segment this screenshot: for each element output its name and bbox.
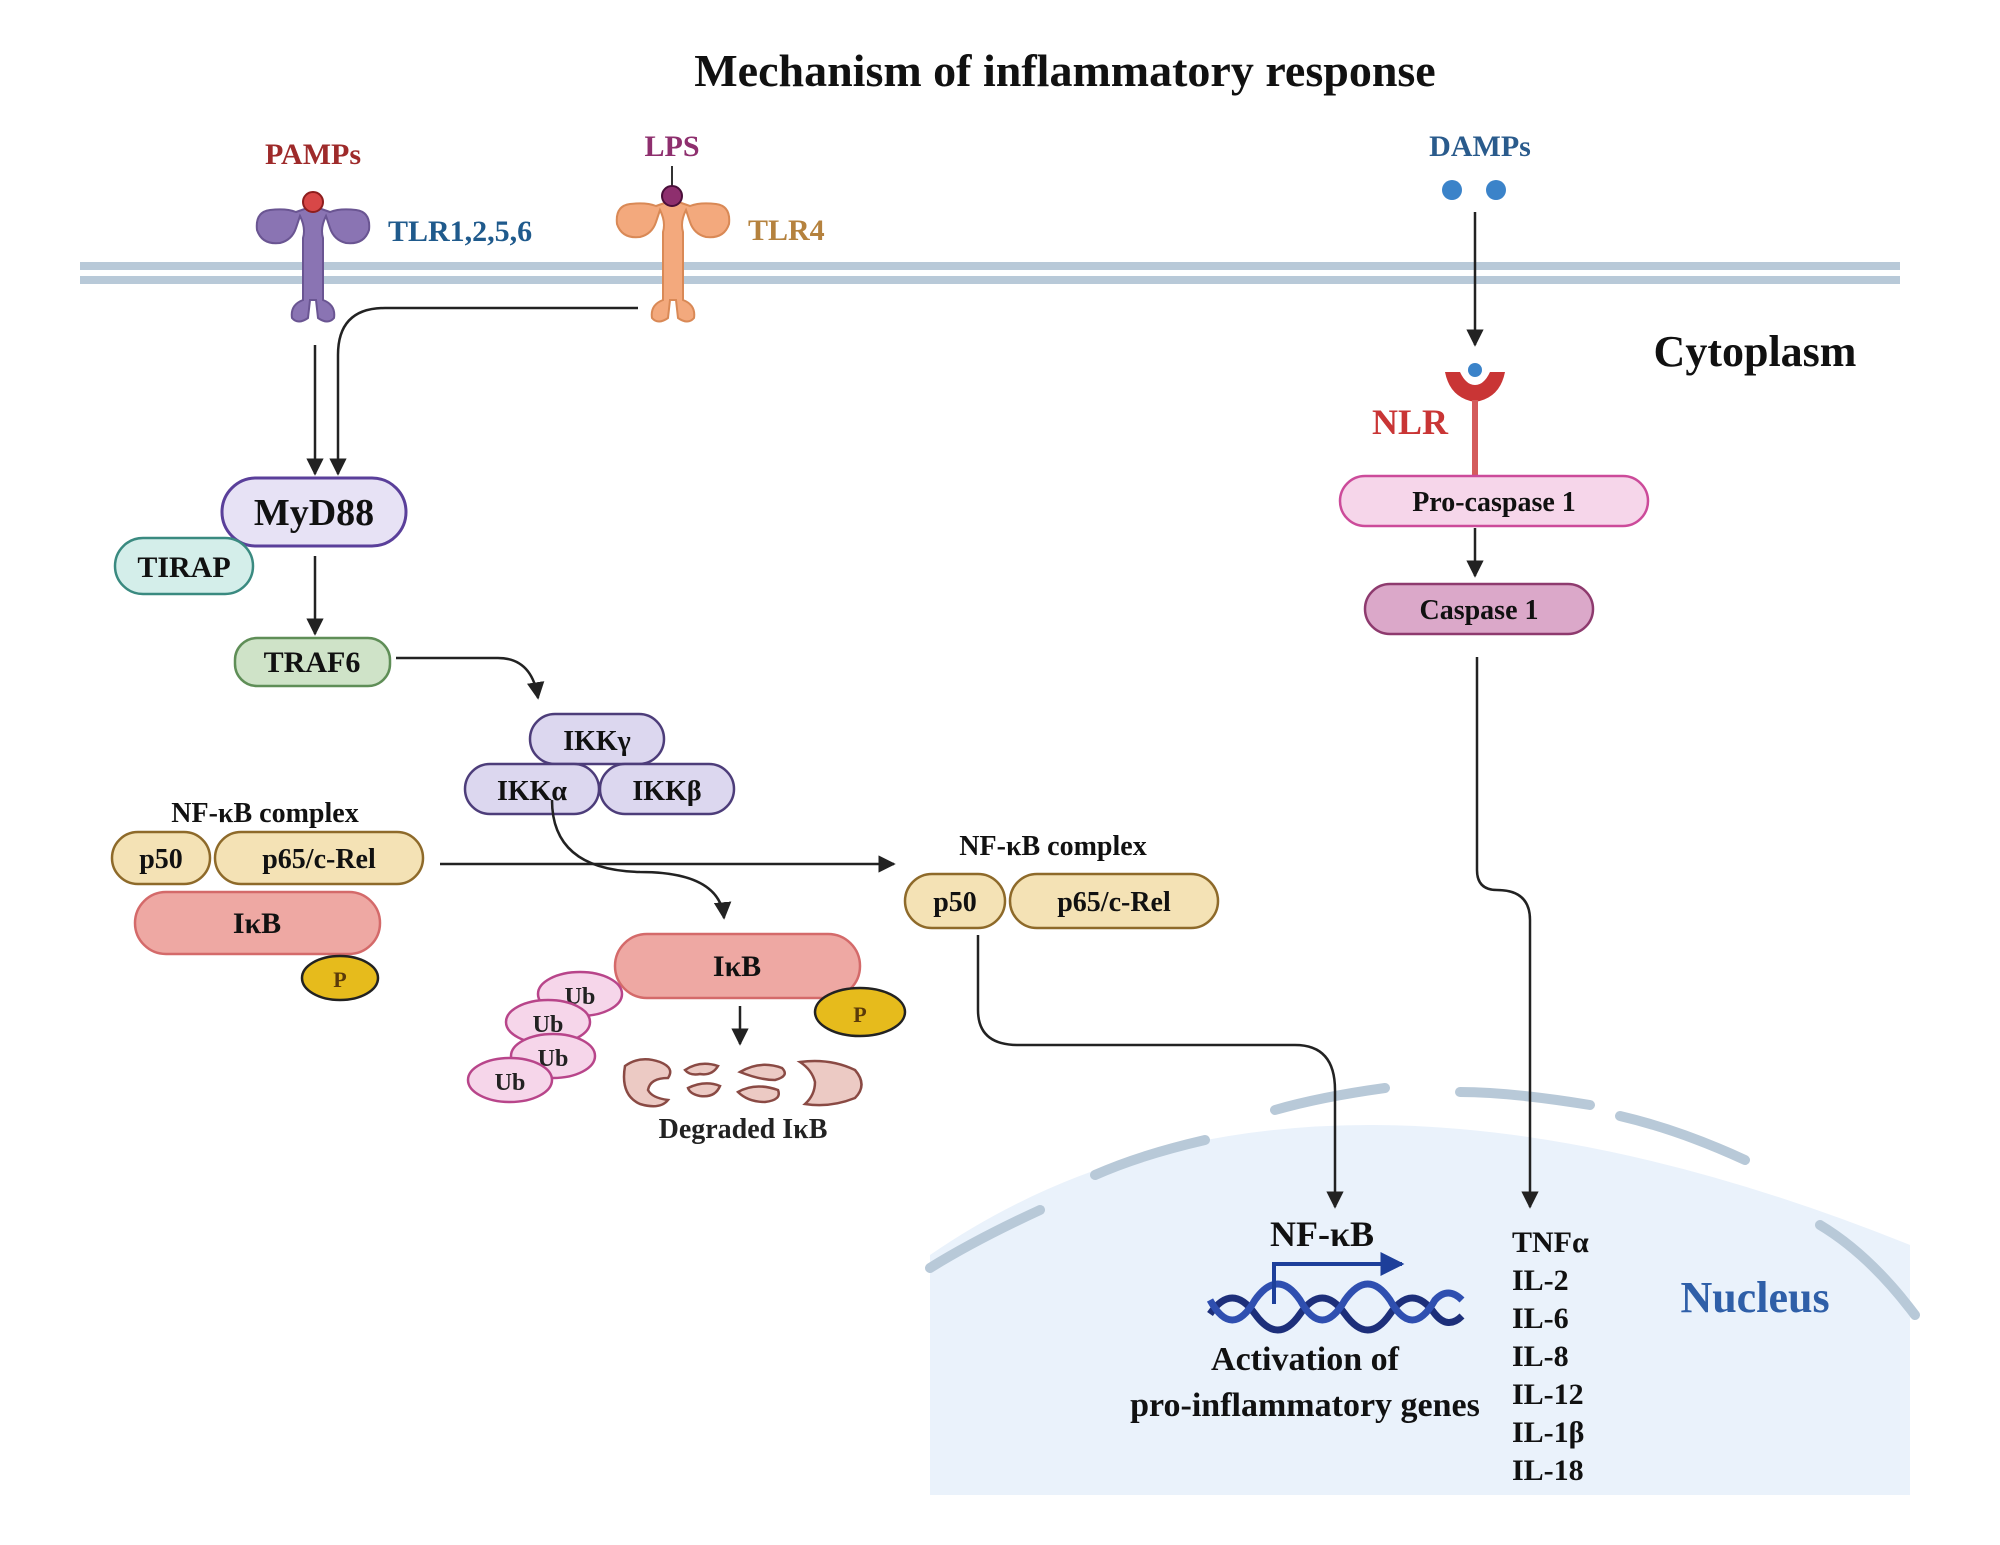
nuclear-envelope: [925, 1083, 1920, 1320]
nlr-receptor: [1445, 363, 1505, 476]
caspase1-label: Caspase 1: [1419, 595, 1538, 626]
nlr-label: NLR: [1372, 402, 1449, 442]
p50-label: p50: [139, 844, 183, 875]
tlr4-label: TLR4: [748, 214, 825, 247]
cytokine-item: IL-8: [1512, 1340, 1569, 1373]
cell-membrane: [80, 262, 1900, 284]
pro-caspase1-node: Pro-caspase 1: [1338, 474, 1650, 528]
ikb-tagged-label: IκB: [713, 950, 761, 983]
ikk-gamma-label: IKKγ: [563, 726, 631, 757]
active-p65-label: p65/c-Rel: [1057, 887, 1171, 918]
cytokine-item: IL-12: [1512, 1378, 1584, 1411]
nfkb-inactive-label: NF-κB complex: [171, 798, 358, 829]
ubiquitin-chain: Ub Ub Ub Ub: [466, 970, 624, 1104]
activation-line2: pro-inflammatory genes: [1130, 1387, 1480, 1424]
tirap-node: TIRAP: [113, 536, 255, 596]
nucleus-label: Nucleus: [1680, 1273, 1829, 1322]
activation-line1: Activation of: [1211, 1341, 1400, 1378]
transcription-start-arrow: [1272, 1252, 1405, 1304]
active-p50-label: p50: [933, 887, 977, 918]
diagram-title: Mechanism of inflammatory response: [694, 45, 1435, 96]
ikb-label: IκB: [233, 907, 281, 940]
cytoplasm-label: Cytoplasm: [1654, 327, 1857, 376]
cytokine-item: TNFα: [1512, 1226, 1589, 1259]
damp-dot: [1442, 180, 1462, 200]
nfkb-nuclear-label: NF-κB: [1270, 1214, 1374, 1254]
damp-dot: [1486, 180, 1506, 200]
pamps-label: PAMPs: [265, 138, 361, 171]
ikk-complex: IKKγ IKKβ IKKα: [463, 712, 736, 816]
ikk-beta-label: IKKβ: [632, 776, 701, 807]
dna-helix: [1206, 1280, 1465, 1334]
cytokine-list: TNFα IL-2 IL-6 IL-8 IL-12 IL-1β IL-18: [1512, 1226, 1589, 1487]
cytokine-item: IL-2: [1512, 1264, 1569, 1297]
damps-label: DAMPs: [1429, 130, 1531, 163]
ikb-degradation: IκB P Ub Ub Ub Ub Degraded IκB: [466, 932, 907, 1145]
nfkb-active-label: NF-κB complex: [959, 831, 1146, 862]
pro-caspase1-label: Pro-caspase 1: [1412, 487, 1576, 518]
cytokine-item: IL-6: [1512, 1302, 1569, 1335]
traf6-label: TRAF6: [264, 646, 361, 679]
nfkb-inactive-complex: p50 p65/c-Rel IκB P: [110, 830, 425, 1002]
traf6-node: TRAF6: [233, 636, 392, 688]
nfkb-active-complex: p50 p65/c-Rel: [903, 872, 1220, 930]
myd88-node: MyD88: [220, 476, 408, 548]
phospho-tagged-label: P: [853, 1002, 866, 1027]
ubiquitin-label: Ub: [495, 1070, 526, 1096]
myd88-label: MyD88: [254, 492, 374, 534]
degraded-ikb-fragments: [622, 1058, 863, 1108]
tlr4-receptor: [615, 185, 731, 323]
lps-label: LPS: [644, 130, 699, 163]
degraded-ikb-label: Degraded IκB: [659, 1114, 828, 1145]
cytokine-item: IL-18: [1512, 1454, 1584, 1487]
p65-label: p65/c-Rel: [262, 844, 376, 875]
phospho-label: P: [333, 967, 346, 992]
caspase1-node: Caspase 1: [1363, 582, 1595, 636]
tirap-label: TIRAP: [137, 551, 230, 584]
cytokine-item: IL-1β: [1512, 1416, 1584, 1449]
nucleus: Nucleus: [925, 1083, 1920, 1495]
tlr1256-receptor: [255, 191, 371, 323]
tlr1256-label: TLR1,2,5,6: [388, 215, 532, 248]
ikk-alpha-label: IKKα: [497, 776, 567, 807]
